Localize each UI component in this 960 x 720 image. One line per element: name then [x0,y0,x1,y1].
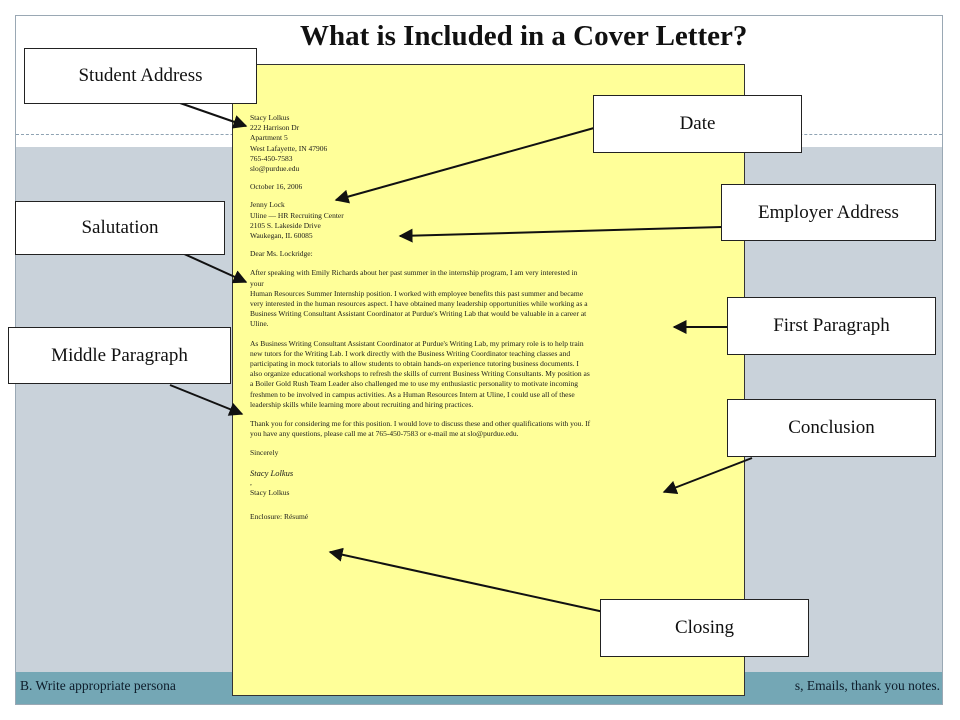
arrow-student-address [179,102,248,129]
paragraph-line: Human Resources Summer Internship positi… [250,288,584,298]
sender-line: West Lafayette, IN 47906 [250,143,328,153]
footer-text-right: s, Emails, thank you notes. [794,678,940,693]
label-closing: Closing [600,599,809,657]
paragraph-line: Thank you for considering me for this po… [250,419,591,429]
paragraph-line: As Business Writing Consultant Assistant… [250,338,584,348]
sender-line: Stacy Lolkus [250,113,290,122]
arrow-date [334,127,595,204]
enclosure-line: Enclosure: Résumé [250,512,309,522]
handwritten-signature: Stacy Lolkus [250,467,294,478]
cover-letter: Stacy Lolkus 222 Harrison Dr Apartment 5… [232,64,745,696]
sender-address: Stacy Lolkus 222 Harrison Dr Apartment 5… [250,113,728,174]
paragraph-line: very interested in the human resources a… [250,299,588,309]
paragraph-line: you have any questions, please call me a… [250,429,519,439]
arrow-closing [328,547,605,613]
employer-line: Waukegan, IL 60085 [250,231,313,241]
label-middle-paragraph: Middle Paragraph [8,327,231,384]
letter-salutation: Dear Ms. Lockridge: [250,249,728,259]
arrow-conclusion [662,457,753,494]
paragraph-line: a Boiler Gold Rush Team Leader also chal… [250,379,579,389]
paragraph-line: Business Writing Consultant Assistant Co… [250,309,587,319]
paragraph-line: leadership skills while learning more ab… [250,399,474,409]
letter-middle-paragraph: As Business Writing Consultant Assistant… [250,339,728,410]
date-line: October 16, 2006 [250,182,303,192]
paragraph-line: new tutors for the Writing Lab. I work d… [250,348,571,358]
paragraph-line: also organize educational workshops to r… [250,369,590,379]
page-title: What is Included in a Cover Letter? [300,20,748,52]
label-student-address: Student Address [24,48,257,104]
paragraph-line: your [250,278,264,288]
footer-text-left: B. Write appropriate persona [20,678,176,693]
signature-comma: , [250,477,252,487]
arrow-salutation [181,252,248,284]
employer-line: 2105 S. Lakeside Drive [250,220,321,230]
letter-enclosure: Enclosure: Résumé [250,512,728,522]
paragraph-line: participating in mock tutorials to allow… [250,359,579,369]
letter-closing: Sincerely [250,448,728,458]
sender-line: Apartment 5 [250,133,288,143]
arrow-middle-paragraph [169,384,244,416]
sender-line: slo@purdue.edu [250,164,300,174]
label-date: Date [593,95,802,153]
closing-line: Sincerely [250,448,279,458]
letter-signature-block: Stacy Lolkus , Stacy Lolkus [250,468,728,499]
letter-date: October 16, 2006 [250,182,728,192]
footer-text: B. Write appropriate persona s, Emails, … [20,678,940,700]
employer-line: Jenny Lock [250,200,285,210]
sender-line: 765-450-7583 [250,153,293,163]
paragraph-line: Uline. [250,319,269,329]
salutation-line: Dear Ms. Lockridge: [250,249,313,259]
label-employer-address: Employer Address [721,184,936,241]
arrow-employer-address [398,226,723,243]
label-salutation: Salutation [15,201,225,255]
label-conclusion: Conclusion [727,399,936,457]
label-first-paragraph: First Paragraph [727,297,936,355]
employer-address: Jenny Lock Uline — HR Recruiting Center … [250,200,728,241]
employer-line: Uline — HR Recruiting Center [250,210,344,220]
sender-line: 222 Harrison Dr [250,123,300,133]
letter-conclusion: Thank you for considering me for this po… [250,419,728,439]
letter-first-paragraph: After speaking with Emily Richards about… [250,268,728,329]
paragraph-line: After speaking with Emily Richards about… [250,268,578,278]
paragraph-line: freshmen to be involved in campus activi… [250,389,575,399]
typed-name: Stacy Lolkus [250,488,290,498]
